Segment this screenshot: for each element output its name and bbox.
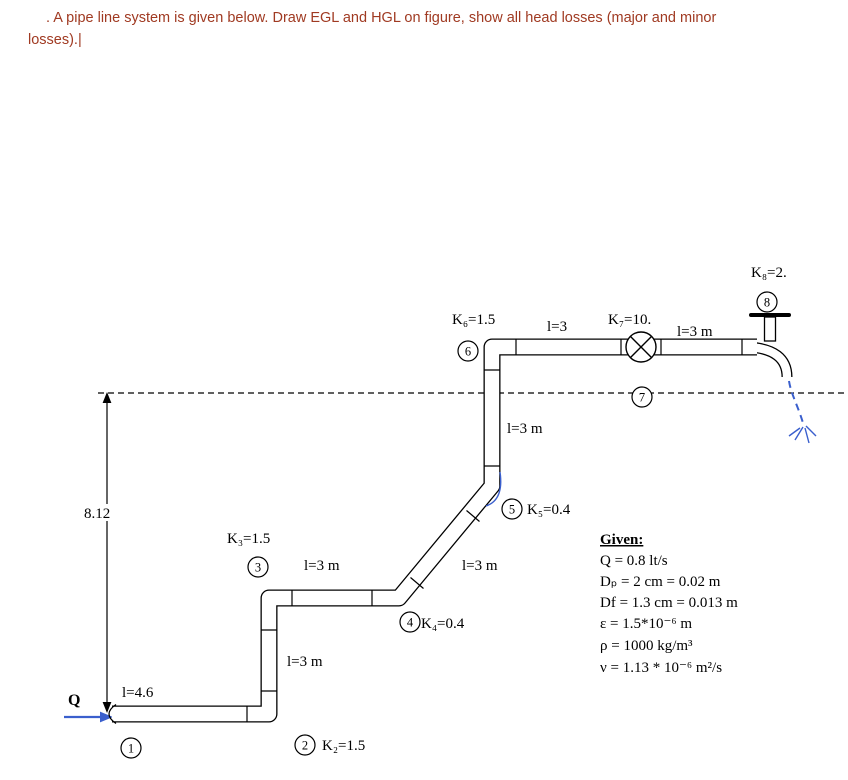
- arrow-up-icon: [102, 392, 112, 403]
- arrow-down-icon: [102, 702, 112, 713]
- pipe-bore: [112, 339, 757, 722]
- node-number-2: 2: [302, 739, 308, 753]
- problem-statement: . A pipe line system is given below. Dra…: [28, 7, 832, 52]
- length-horizontal1-label: l=3 m: [304, 558, 340, 574]
- pipe-run: [108, 338, 757, 725]
- valve-icon: [625, 331, 657, 363]
- given-line-df: Df = 1.3 cm = 0.013 m: [600, 595, 738, 611]
- valve-cross-line: [629, 335, 653, 359]
- height-dimension-arrow: 8.12: [80, 392, 116, 713]
- node-circle-7: [631, 386, 653, 408]
- length-top-right-label: l=3 m: [677, 324, 713, 340]
- pipe-length-labels: l=4.6 l=3 m l=3 m l=3 m l=3 m l=3 l=3 m: [122, 319, 713, 701]
- water-splash: [788, 427, 801, 437]
- given-line-q: Q = 0.8 lt/s: [600, 553, 668, 569]
- problem-statement-line-2: losses).|: [28, 32, 82, 49]
- given-line-dp: Dₚ = 2 cm = 0.02 m: [600, 574, 721, 590]
- pipe-inlet-bell: [108, 703, 117, 725]
- length-diagonal-label: l=3 m: [462, 558, 498, 574]
- water-splash: [804, 427, 810, 444]
- flow-arrow-icon: [100, 711, 113, 723]
- length-riser2-label: l=3 m: [507, 421, 543, 437]
- water-splash: [805, 425, 817, 437]
- node-circle-2: [294, 734, 316, 756]
- water-splash: [794, 426, 804, 441]
- node-circle-8: [756, 291, 778, 313]
- joint-tick: [466, 510, 480, 522]
- node-number-1: 1: [128, 742, 134, 756]
- flow-label: Q: [68, 692, 80, 709]
- length-riser1-label: l=3 m: [287, 654, 323, 670]
- k2-label: K₂=1.5: [322, 738, 365, 754]
- node-circle-6: [457, 340, 479, 362]
- node-number-3: 3: [255, 561, 261, 575]
- elbow-ink-mark: [485, 471, 502, 507]
- height-dimension-label: 8.12: [84, 506, 110, 522]
- loss-coefficient-labels: K₂=1.5 K₃=1.5 K₄=0.4 K₅=0.4 K₆=1.5 K₇=10…: [227, 265, 787, 754]
- given-block: Given: Q = 0.8 lt/s Dₚ = 2 cm = 0.02 m D…: [600, 532, 738, 676]
- node-number-8: 8: [764, 296, 770, 310]
- length-inlet-label: l=4.6: [122, 685, 154, 701]
- water-drops-icon: [788, 380, 817, 444]
- pipe-outline: [112, 338, 757, 723]
- given-line-rho: ρ = 1000 kg/m³: [600, 638, 693, 654]
- given-header: Given:: [600, 532, 643, 548]
- given-line-epsilon: ε = 1.5*10⁻⁶ m: [600, 616, 692, 632]
- k5-label: K₅=0.4: [527, 502, 571, 518]
- dimension-label-background: [80, 504, 116, 521]
- node-circle-3: [247, 556, 269, 578]
- node-circle-5: [501, 498, 523, 520]
- length-top-left-label: l=3: [547, 319, 567, 335]
- node-number-4: 4: [407, 616, 414, 630]
- k8-label: K₈=2.: [751, 265, 787, 281]
- node-circle-1: [120, 737, 142, 759]
- node-markers: 1 2 3 4 5 6 7 8: [120, 291, 778, 759]
- k6-label: K₆=1.5: [452, 312, 495, 328]
- water-stream: [788, 380, 804, 424]
- node-number-5: 5: [509, 503, 515, 517]
- node-number-6: 6: [465, 345, 471, 359]
- joint-tick: [410, 577, 424, 589]
- pipe-joint-ticks: [246, 338, 743, 723]
- flow-inlet: Q: [64, 692, 113, 723]
- problem-statement-line-1: . A pipe line system is given below. Dra…: [46, 10, 717, 26]
- k7-label: K₇=10.: [608, 312, 651, 328]
- node-number-7: 7: [639, 391, 645, 405]
- given-line-nu: ν = 1.13 * 10⁻⁶ m²/s: [600, 660, 722, 676]
- faucet-stem: [763, 316, 777, 342]
- k4-label: K₄=0.4: [421, 616, 465, 632]
- node-circle-4: [399, 611, 421, 633]
- k3-label: K₃=1.5: [227, 531, 270, 547]
